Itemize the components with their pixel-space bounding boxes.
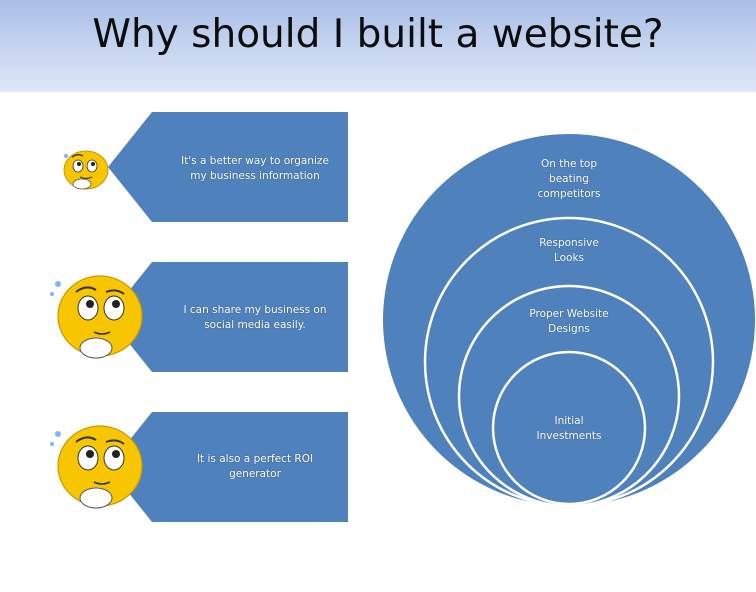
reason-text-1-line1: It's a better way to organize bbox=[181, 155, 329, 167]
thinking-face-icon bbox=[63, 150, 109, 190]
circle-inner bbox=[491, 350, 647, 506]
reason-callout-1 bbox=[108, 112, 348, 222]
circle-label-outer-line2: beating bbox=[549, 173, 589, 185]
circle-label-ring-3-line2: Designs bbox=[548, 323, 590, 335]
reason-text-3-line1: It is also a perfect ROI bbox=[196, 453, 314, 465]
reason-callout-2 bbox=[108, 262, 348, 372]
reason-text-2-line2: social media easily. bbox=[204, 319, 306, 331]
reason-text-2-line1: I can share my business on bbox=[183, 304, 327, 316]
reason-text-1: It's a better way to organize my busines… bbox=[160, 154, 350, 184]
page-title: Why should I built a website? bbox=[92, 12, 664, 57]
reason-text-3: It is also a perfect ROI generator bbox=[160, 452, 350, 482]
circle-label-outer-line1: On the top bbox=[540, 158, 598, 170]
thinking-face-icon bbox=[50, 425, 143, 509]
circle-label-ring-3: Proper Website Designs bbox=[509, 307, 629, 337]
header-banner bbox=[0, 0, 756, 92]
reason-text-3-line2: generator bbox=[229, 468, 281, 480]
circle-label-ring-2-line1: Responsive bbox=[539, 237, 599, 249]
reason-text-2: I can share my business on social media … bbox=[150, 303, 360, 333]
reason-callout-3 bbox=[108, 412, 348, 522]
circle-label-outer: On the top beating competitors bbox=[509, 157, 629, 202]
circle-label-inner: Initial Investments bbox=[509, 414, 629, 444]
circle-label-ring-2: Responsive Looks bbox=[509, 236, 629, 266]
circle-label-outer-line3: competitors bbox=[537, 188, 601, 200]
thinking-face-icon bbox=[50, 275, 143, 359]
circle-label-ring-2-line2: Looks bbox=[553, 252, 585, 264]
circle-label-inner-line2: Investments bbox=[536, 430, 602, 442]
circle-label-ring-3-line1: Proper Website bbox=[529, 308, 609, 320]
reason-text-1-line2: my business information bbox=[190, 170, 320, 182]
circle-label-inner-line1: Initial bbox=[554, 415, 584, 427]
